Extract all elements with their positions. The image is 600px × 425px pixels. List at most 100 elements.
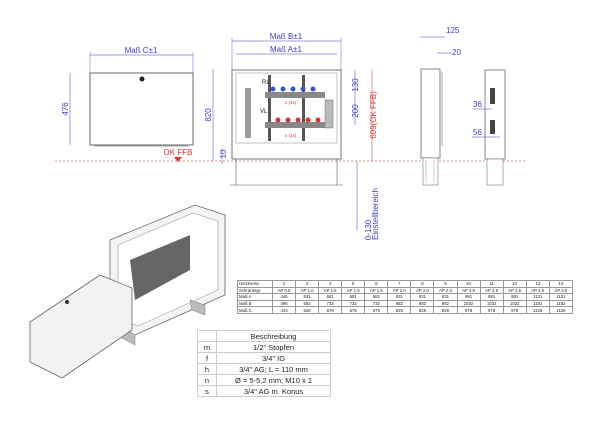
adjust-label: Einstellbereich (371, 188, 380, 240)
floor-marker-icon (174, 157, 182, 162)
label-rl: RL (262, 80, 270, 86)
table-cell: 14 (548, 280, 574, 288)
label-s-flow: s (3x) (285, 133, 297, 138)
table-cell: 882 (387, 299, 412, 308)
table-cell: 5 (341, 280, 366, 288)
dim-56: 56 (473, 128, 482, 137)
table-cell: 978 (502, 306, 527, 314)
table-cell: 1032 (479, 299, 504, 308)
table-cell: 582 (295, 299, 320, 308)
table-cell: 981 (479, 293, 504, 301)
dim-20: 20 (452, 48, 461, 57)
table-cell: AP 2.5 (502, 286, 527, 295)
table-cell: 446 (271, 293, 297, 301)
table-cell: 1182 (548, 299, 574, 308)
table-cell: 1131 (548, 293, 574, 301)
table-cell: 13 (525, 280, 550, 288)
table-cell: 443 (271, 306, 297, 314)
table-cell: 981 (456, 293, 481, 301)
row-key: h (197, 363, 217, 375)
table-cell: AP 1.5 (364, 286, 389, 295)
table-cell: 681 (364, 293, 389, 301)
row-text: 1/2" Stopfen (216, 341, 331, 353)
table-cell: AP 2.5 (479, 286, 504, 295)
row-text: 3/4" AG m. Konus (216, 385, 331, 397)
row-label: Maß B (237, 299, 273, 308)
dim-476: 476 (61, 102, 70, 116)
table-cell: 831 (387, 293, 412, 301)
cabinet-front-view: 820 10 Maß B±1 Maß A±1 RL VL s (3x) s (3… (204, 32, 380, 240)
table-cell: 1128 (525, 306, 550, 314)
table-cell: 1032 (502, 299, 527, 308)
label-vl: VL (260, 109, 268, 115)
dim-125: 125 (446, 26, 460, 35)
dim-a-label: Maß A±1 (270, 45, 303, 54)
table-cell: 7 (387, 280, 412, 288)
table-cell: 882 (410, 299, 435, 308)
cabinet-side-view: 125 20 (420, 26, 461, 186)
description-header: Beschreibung (216, 330, 331, 342)
ok-ffb-label: OK FFB (164, 148, 193, 157)
table-cell: 1182 (525, 299, 550, 308)
table-cell: AP 3.0 (525, 286, 550, 295)
row-label: Heizkreise (237, 280, 273, 288)
table-cell: 12 (502, 280, 527, 288)
table-cell: AP 2.0 (433, 286, 458, 295)
table-cell: 732 (341, 299, 366, 308)
door-lock-icon (65, 300, 69, 304)
table-cell: 8 (410, 280, 435, 288)
dim-200: 200 (351, 104, 360, 118)
door-3d (29, 274, 133, 379)
table-cell: 1128 (548, 306, 574, 314)
row-key: m (197, 341, 217, 353)
table-cell: 3 (295, 280, 320, 288)
table-cell: 828 (410, 306, 435, 314)
table-cell: 681 (318, 293, 343, 301)
table-cell: 528 (295, 306, 320, 314)
table-cell: 732 (364, 299, 389, 308)
table-cell: 981 (502, 293, 527, 301)
table-cell: 831 (433, 293, 458, 301)
dim-c-label: Maß C±1 (125, 46, 158, 55)
return-manifold (265, 92, 325, 98)
table-cell: 828 (433, 306, 458, 314)
table-cell: 882 (433, 299, 458, 308)
row-text: 3/4" AG; L = 110 mm (216, 363, 331, 375)
label-s-return: s (3x) (285, 100, 297, 105)
table-cell: 978 (456, 306, 481, 314)
table-cell: 678 (318, 306, 343, 314)
dim-820: 820 (204, 108, 213, 122)
table-cell: 678 (341, 306, 366, 314)
table-cell: AP 0.5 (271, 286, 297, 295)
row-key: f (197, 352, 217, 364)
table-cell: 732 (318, 299, 343, 308)
table-cell: 678 (364, 306, 389, 314)
table-cell: 681 (341, 293, 366, 301)
table-cell: 831 (410, 293, 435, 301)
row-key: s (197, 385, 217, 397)
door-front-view: Maß C±1 476 OK FFB (61, 46, 194, 162)
row-label: Maß A (237, 293, 273, 301)
table-cell: AP 3.0 (548, 286, 574, 295)
table-cell: 1131 (525, 293, 550, 301)
dim-36: 36 (473, 100, 482, 109)
table-cell: 9 (433, 280, 458, 288)
table-cell: 1032 (456, 299, 481, 308)
row-label: Maß C (237, 306, 273, 314)
table-cell: AP 1.5 (318, 286, 343, 295)
dim-10: 10 (219, 149, 228, 158)
